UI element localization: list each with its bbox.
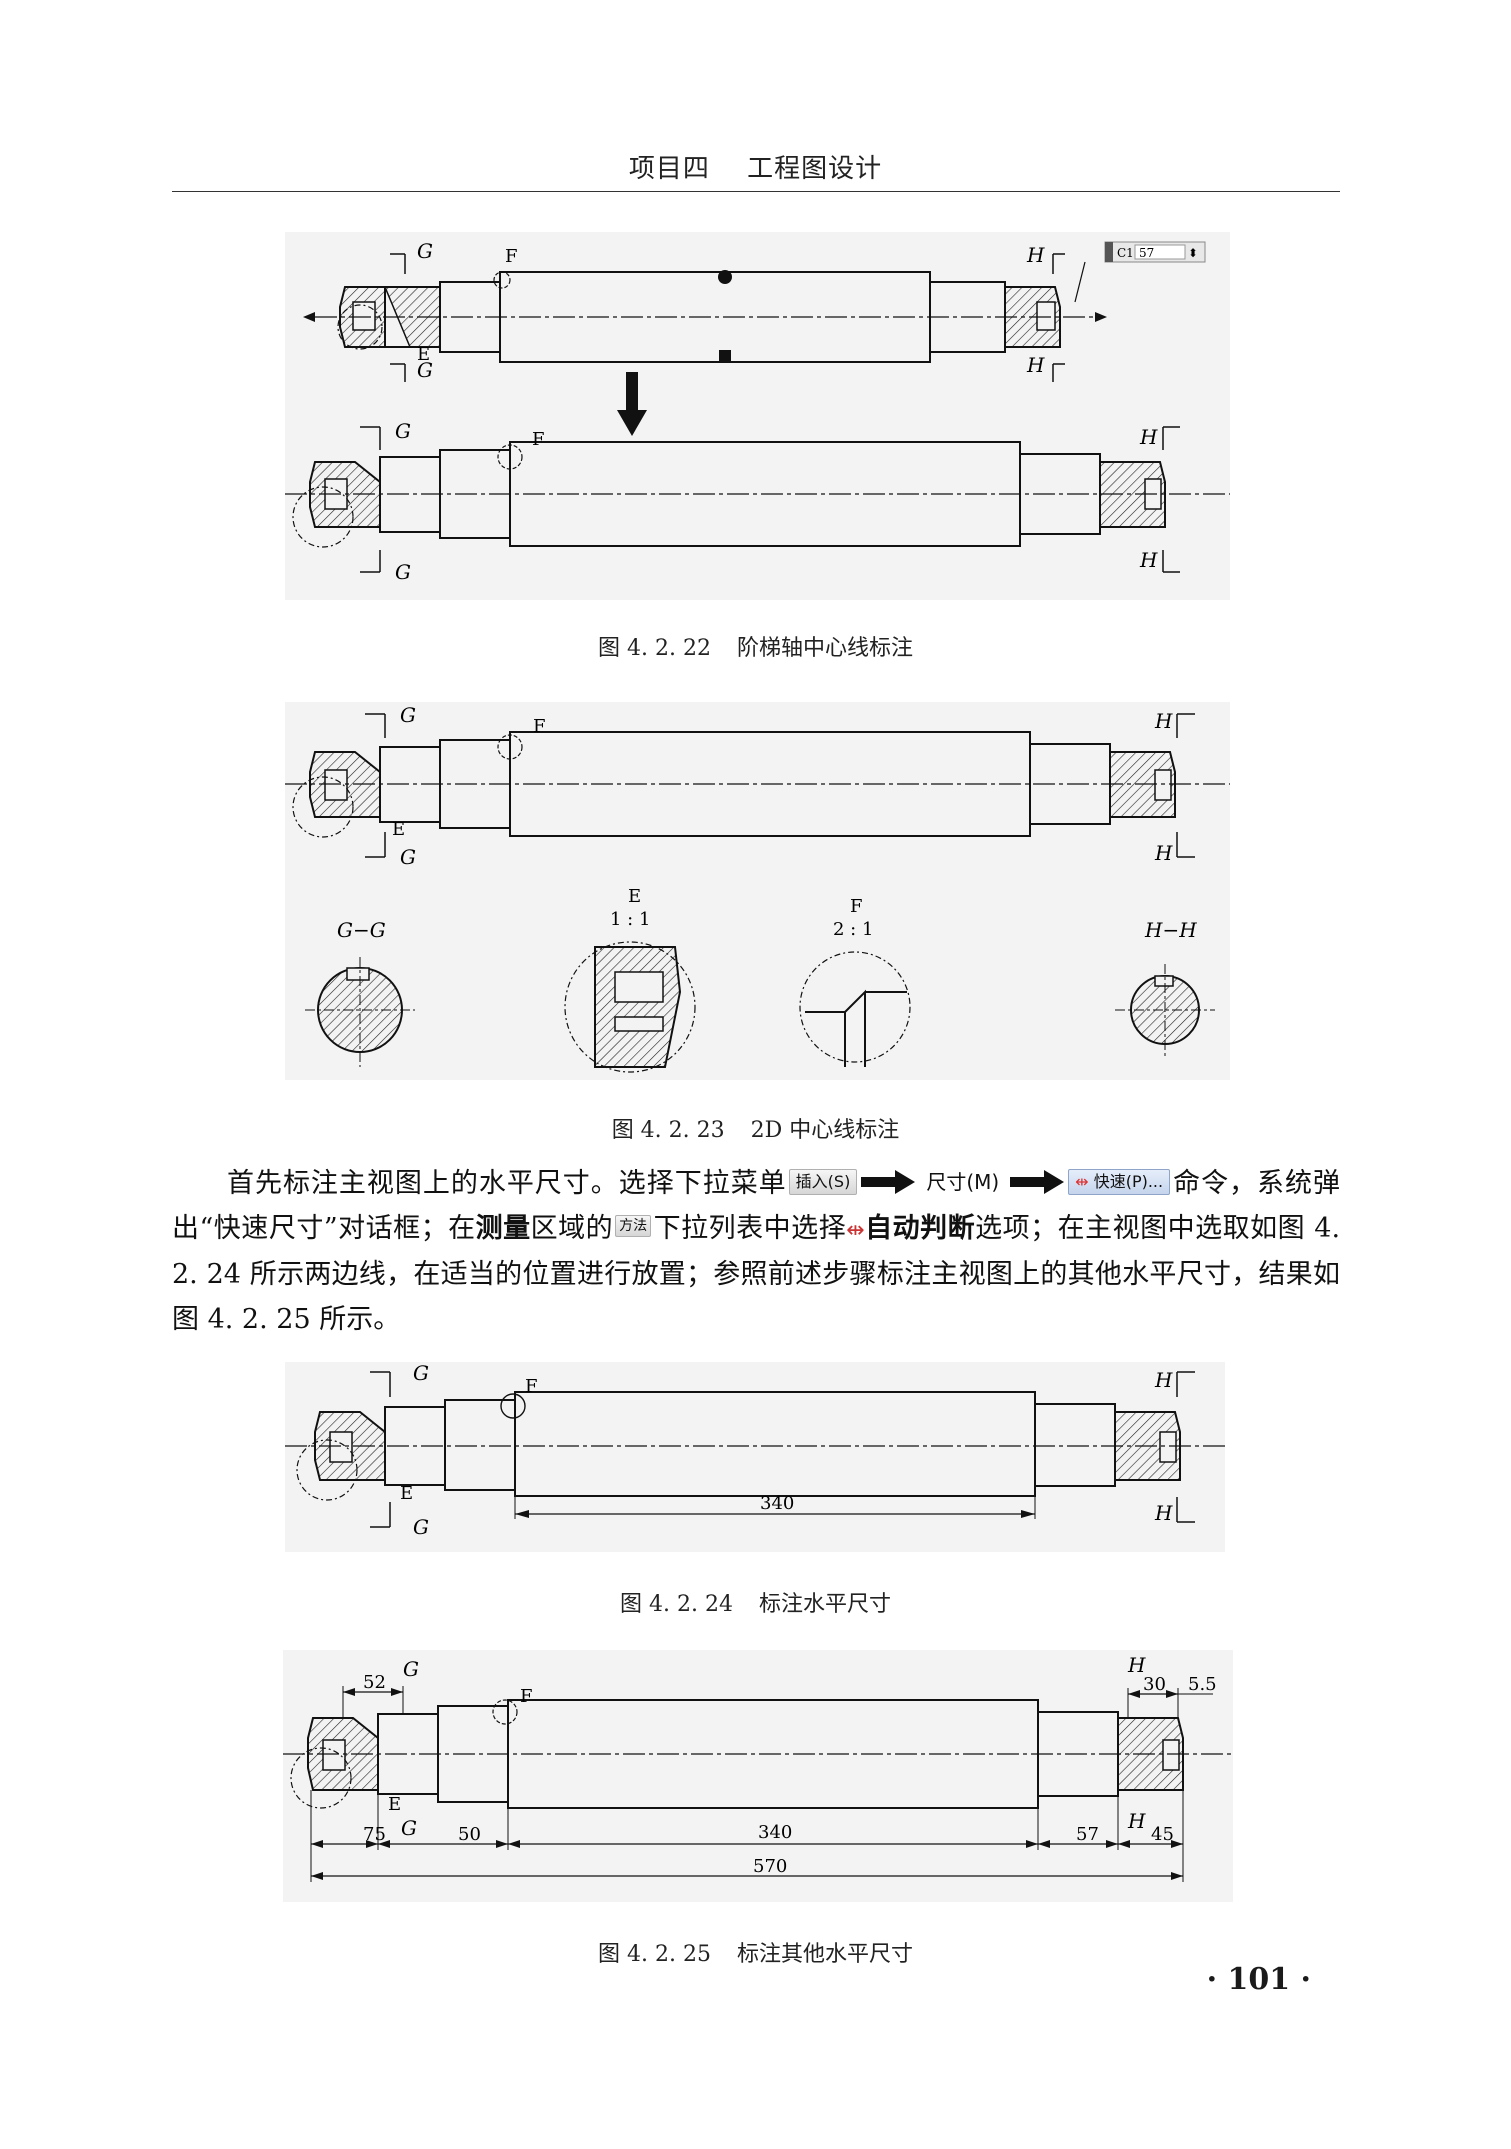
- detail-f: F 2 : 1: [799, 896, 911, 1067]
- label-h-top-2: H: [1139, 425, 1158, 449]
- figure-4-2-23: G F E G H H G−G E 1 : 1 F 2 : 1 H−H: [285, 702, 1230, 1080]
- label-g-top-3: G: [400, 703, 416, 727]
- label-scale-e: 1 : 1: [610, 909, 650, 930]
- label-g-top-5: G: [403, 1657, 419, 1681]
- label-e-4: E: [400, 1483, 413, 1504]
- para-text-5: 选项；在主视图中选取如图 4. 2. 24 所示两边线，在适当的位置进行放置；参…: [172, 1212, 1341, 1335]
- shaft-after: G F G H H: [285, 419, 1230, 584]
- label-g-bottom-4: G: [413, 1515, 429, 1539]
- dim-50: 50: [458, 1824, 481, 1845]
- label-h-bottom-5: H: [1127, 1809, 1146, 1833]
- label-g-bottom-2: G: [395, 560, 411, 584]
- dim-5-5: 5.5: [1188, 1674, 1217, 1695]
- dim-570: 570: [753, 1856, 787, 1877]
- page-number: · 101 ·: [1206, 1962, 1311, 1997]
- dim-57: 57: [1076, 1824, 1099, 1845]
- arrow-right-icon: [1010, 1169, 1065, 1194]
- caption-number: 图 4. 2. 23: [611, 1118, 725, 1143]
- dim-52: 52: [363, 1672, 386, 1693]
- caption-number: 图 4. 2. 25: [598, 1942, 711, 1967]
- dim-340-b: 340: [758, 1822, 792, 1843]
- down-arrow-icon: [617, 372, 647, 436]
- label-g-top-4: G: [413, 1362, 429, 1385]
- caption-title: 阶梯轴中心线标注: [736, 636, 913, 661]
- spinner-arrows-icon[interactable]: ⬍: [1188, 246, 1198, 260]
- dim-75: 75: [363, 1824, 386, 1845]
- label-h-bottom: H: [1026, 353, 1045, 377]
- label-h-top: H: [1026, 243, 1045, 267]
- spinner-control[interactable]: C1 57 ⬍: [1104, 241, 1206, 263]
- method-label-chip: 方法: [615, 1215, 652, 1237]
- label-section-hh: H−H: [1144, 918, 1197, 942]
- dim-30: 30: [1143, 1674, 1166, 1695]
- para-text-2: 命令，系统弹出“快速尺寸”对话框；在: [172, 1168, 1341, 1244]
- label-h-top-3: H: [1154, 709, 1173, 733]
- label-detail-e: E: [628, 886, 641, 907]
- label-h-bottom-2: H: [1139, 548, 1158, 572]
- figure-4-2-25: 52 30 5.5 75 50 340 57 45 570 G F E G H …: [283, 1650, 1233, 1902]
- other-dimensions-drawing: 52 30 5.5 75 50 340 57 45 570 G F E G H …: [283, 1653, 1233, 1882]
- auto-infer-option[interactable]: 自动判断: [864, 1212, 976, 1244]
- para-text-4: 下拉列表中选择: [653, 1212, 847, 1244]
- section-h-h: H−H: [1115, 918, 1215, 1057]
- figure-4-2-22: G F E G H H C1 57 ⬍: [285, 232, 1230, 600]
- label-e-3: E: [392, 819, 405, 840]
- label-g-bottom: G: [417, 358, 433, 382]
- main-view: G F E G H H: [285, 703, 1230, 869]
- label-scale-f: 2 : 1: [833, 919, 873, 940]
- label-h-bottom-3: H: [1154, 841, 1173, 865]
- label-section-gg: G−G: [337, 918, 386, 942]
- detail-e: E 1 : 1: [564, 886, 696, 1073]
- para-text-3: 区域的: [530, 1212, 614, 1244]
- measure-group-label: 测量: [475, 1212, 531, 1244]
- figure-4-2-24: 340 G F E G H H: [285, 1361, 1225, 1552]
- label-g-top-2: G: [395, 419, 411, 443]
- label-f-2: F: [532, 429, 545, 450]
- menu-insert-chip[interactable]: 插入(S): [788, 1168, 858, 1195]
- header-project: 项目四: [628, 154, 710, 184]
- caption-title: 标注水平尺寸: [758, 1592, 891, 1617]
- auto-infer-icon: ⇹: [846, 1217, 865, 1243]
- header-rule: [172, 191, 1340, 192]
- menu-quick-label: 快速(P)...: [1093, 1171, 1164, 1191]
- running-header: 项目四 工程图设计: [0, 148, 1511, 185]
- label-f: F: [505, 246, 518, 267]
- label-h-top-4: H: [1154, 1368, 1173, 1392]
- label-f-4: F: [525, 1376, 538, 1397]
- label-f-3: F: [533, 716, 546, 737]
- spinner-label: C1: [1117, 246, 1134, 260]
- menu-dimension-chip[interactable]: 尺寸(M): [926, 1169, 1000, 1194]
- shaft-centerline-drawing: G F E G H H C1 57 ⬍: [285, 239, 1230, 584]
- label-e-5: E: [388, 1794, 401, 1815]
- caption-4-2-23: 图 4. 2. 23 2D 中心线标注: [0, 1112, 1511, 1144]
- caption-4-2-22: 图 4. 2. 22 阶梯轴中心线标注: [0, 630, 1511, 662]
- horizontal-dimension-drawing: 340 G F E G H H: [285, 1361, 1225, 1539]
- quick-dimension-icon: ⇹: [1075, 1171, 1089, 1191]
- label-g-top: G: [417, 239, 433, 263]
- dim-340: 340: [760, 1493, 794, 1514]
- body-paragraph: 首先标注主视图上的水平尺寸。选择下拉菜单插入(S) 尺寸(M) ⇹ 快速(P)...…: [172, 1162, 1340, 1342]
- label-h-bottom-4: H: [1154, 1501, 1173, 1525]
- label-g-bottom-3: G: [400, 845, 416, 869]
- label-detail-f: F: [850, 896, 863, 917]
- caption-4-2-25: 图 4. 2. 25 标注其他水平尺寸: [0, 1936, 1511, 1968]
- arrow-right-icon: [861, 1169, 916, 1194]
- label-h-top-5: H: [1127, 1653, 1146, 1677]
- caption-4-2-24: 图 4. 2. 24 标注水平尺寸: [0, 1586, 1511, 1618]
- section-g-g: G−G: [305, 918, 415, 1067]
- header-chapter: 工程图设计: [747, 154, 883, 184]
- spinner-value: 57: [1139, 246, 1154, 260]
- dim-45: 45: [1151, 1824, 1174, 1845]
- para-text-1: 首先标注主视图上的水平尺寸。选择下拉菜单: [226, 1168, 787, 1199]
- menu-quick-chip[interactable]: ⇹ 快速(P)...: [1068, 1168, 1171, 1195]
- caption-title: 2D 中心线标注: [750, 1118, 900, 1143]
- caption-number: 图 4. 2. 22: [598, 636, 711, 661]
- shaft-before: G F E G H H C1 57 ⬍: [303, 239, 1206, 382]
- label-e: E: [417, 344, 430, 365]
- centerline-2d-drawing: G F E G H H G−G E 1 : 1 F 2 : 1 H−H: [285, 703, 1230, 1073]
- caption-number: 图 4. 2. 24: [620, 1592, 733, 1617]
- label-f-5: F: [520, 1686, 533, 1707]
- caption-title: 标注其他水平尺寸: [736, 1942, 913, 1967]
- label-g-bottom-5: G: [401, 1816, 417, 1840]
